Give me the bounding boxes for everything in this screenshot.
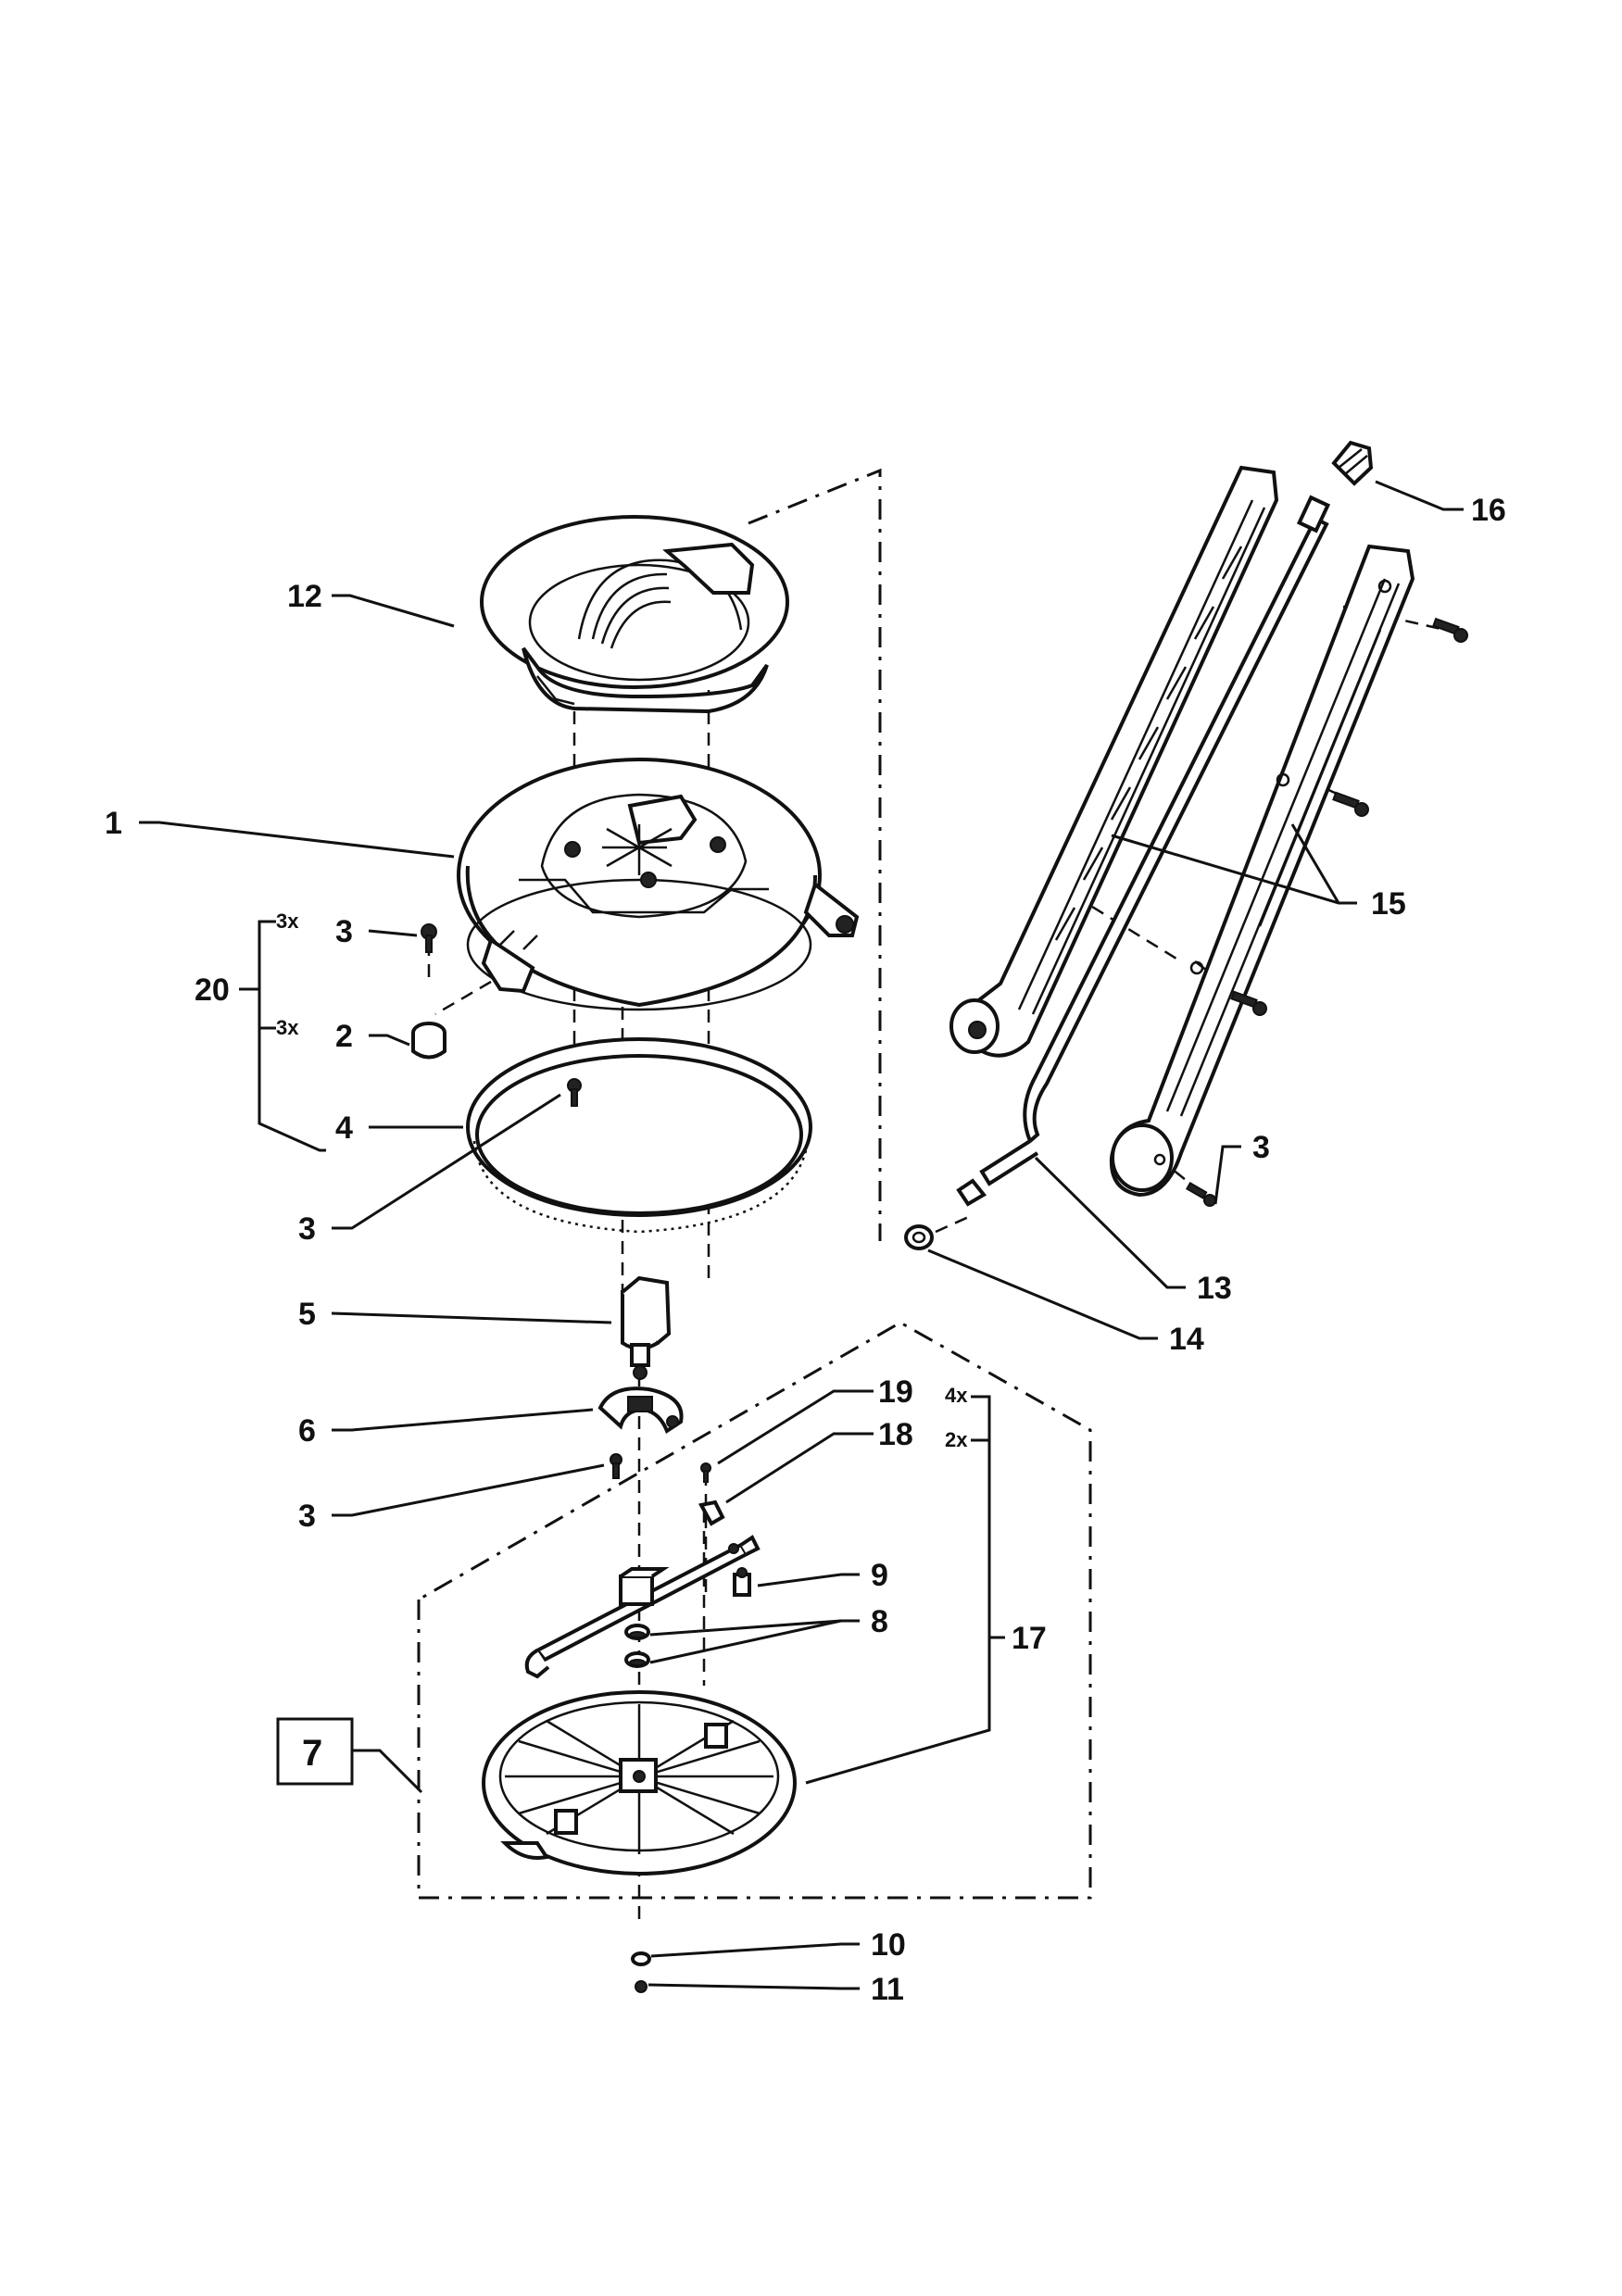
part-17-base-plate xyxy=(482,1690,797,1876)
spray-bar xyxy=(524,1535,761,1679)
leader-14 xyxy=(927,1248,1158,1340)
callout-4: 4 xyxy=(335,1110,353,1146)
part-3-screw-bottom xyxy=(610,1453,622,1479)
callout-3-bottom: 3 xyxy=(298,1499,316,1534)
callout-10: 10 xyxy=(871,1927,906,1963)
part-10-washer xyxy=(631,1951,651,1966)
callout-3-top: 3 xyxy=(335,914,353,949)
part-6-bracket xyxy=(597,1386,684,1435)
callout-8: 8 xyxy=(871,1604,888,1639)
part-12-top-handle xyxy=(480,515,789,714)
callout-15: 15 xyxy=(1371,886,1406,922)
leader-17 xyxy=(805,1434,991,1785)
part-13-wand xyxy=(956,495,1331,1207)
callout-2: 2 xyxy=(335,1019,353,1054)
part-15-handle-right xyxy=(1109,544,1415,1198)
qty-2: 3x xyxy=(276,1016,299,1039)
part-3-screw-handle-4 xyxy=(1185,1182,1216,1207)
part-5-valve xyxy=(621,1275,672,1380)
part-2-nut xyxy=(411,1022,446,1060)
callout-1: 1 xyxy=(105,806,122,841)
leader-2 xyxy=(369,1034,410,1047)
leader-12 xyxy=(332,594,455,628)
part-16-connector xyxy=(1331,440,1374,486)
leader-9 xyxy=(757,1573,860,1587)
leader-10 xyxy=(650,1942,860,1958)
callout-box-7 xyxy=(276,1717,354,1786)
callout-17: 17 xyxy=(1012,1621,1047,1656)
callout-6: 6 xyxy=(298,1413,316,1449)
base-assembly-boundary xyxy=(417,1321,1092,1900)
leader-16 xyxy=(1375,480,1464,511)
leader-8 xyxy=(649,1619,860,1664)
part-4-seal-ring xyxy=(466,1037,812,1234)
leader-18 xyxy=(725,1432,874,1504)
leader-3d xyxy=(1213,1145,1241,1205)
leader-1 xyxy=(139,821,455,859)
handle-group-boundary xyxy=(748,468,882,1241)
part-18-clip xyxy=(698,1499,725,1526)
part-11-nut xyxy=(635,1980,648,1993)
leader-6 xyxy=(332,1408,594,1432)
part-3-screw-handle-3 xyxy=(1230,990,1267,1016)
part-14-oring xyxy=(904,1224,934,1250)
callout-5: 5 xyxy=(298,1297,316,1332)
leader-13 xyxy=(1034,1156,1186,1289)
part-3-screw-handle-1 xyxy=(1432,617,1468,643)
callout-13: 13 xyxy=(1197,1271,1232,1306)
callout-18: 18 xyxy=(878,1417,913,1452)
leader-3b xyxy=(332,1093,561,1230)
part-3-screw-top xyxy=(421,923,437,953)
part-19-screw xyxy=(700,1462,711,1483)
callout-16: 16 xyxy=(1471,493,1506,528)
part-15-handle-left xyxy=(949,465,1279,1058)
leader-15 xyxy=(1111,823,1357,905)
leader-3c xyxy=(332,1463,605,1517)
callout-12: 12 xyxy=(287,579,322,614)
part-3-screw-middle xyxy=(567,1078,582,1107)
part-3-screw-handle-2 xyxy=(1332,791,1369,817)
part-9-nozzle xyxy=(733,1567,751,1597)
leader-3a xyxy=(368,929,418,937)
leader-11 xyxy=(648,1983,860,1990)
leader-19-qty xyxy=(971,1395,991,1434)
leader-7 xyxy=(352,1749,423,1794)
callout-3-handle: 3 xyxy=(1252,1130,1270,1165)
callout-19: 19 xyxy=(878,1374,913,1410)
qty-19: 4x xyxy=(945,1384,968,1407)
part-8-washer xyxy=(624,1624,650,1668)
callout-3-middle: 3 xyxy=(298,1211,316,1247)
callout-11: 11 xyxy=(871,1972,904,2007)
leader-19 xyxy=(717,1389,874,1465)
alignment-line-nut xyxy=(434,980,492,1016)
leader-5 xyxy=(331,1311,612,1324)
qty-18: 2x xyxy=(945,1428,968,1451)
callout-14: 14 xyxy=(1169,1322,1204,1357)
callout-7: 7 xyxy=(302,1733,322,1774)
callout-9: 9 xyxy=(871,1558,888,1593)
alignment-line-hose xyxy=(935,1213,974,1234)
callout-20: 20 xyxy=(195,972,230,1008)
part-1-housing xyxy=(457,758,860,1011)
qty-3-top: 3x xyxy=(276,910,299,933)
